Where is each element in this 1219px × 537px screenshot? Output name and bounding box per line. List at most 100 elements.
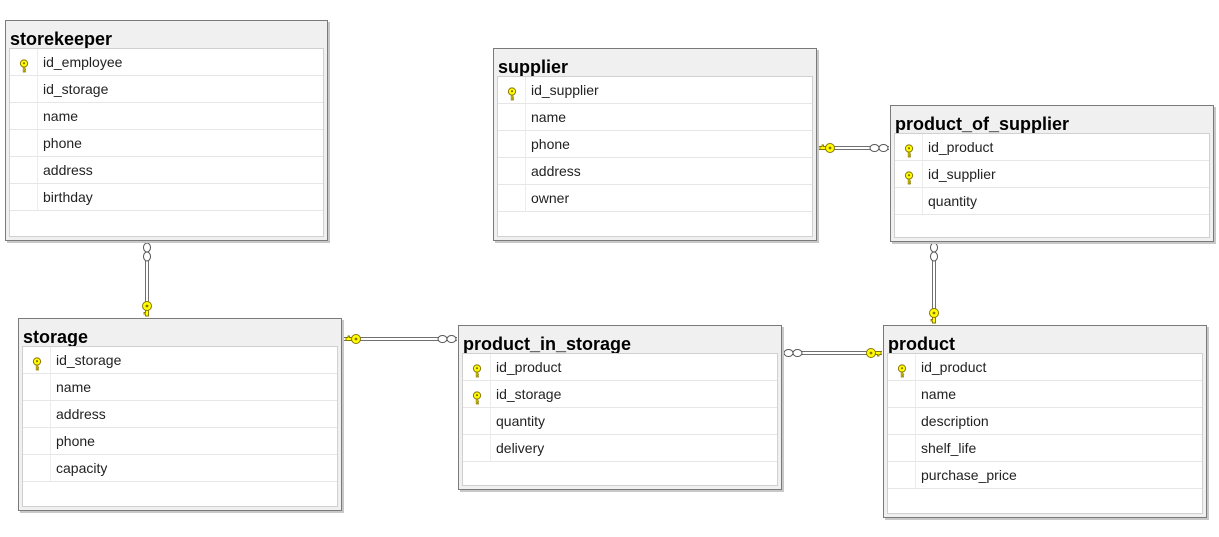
row-selector — [10, 157, 38, 183]
column-row[interactable]: shelf_life — [888, 435, 1202, 462]
column-name: id_supplier — [531, 82, 599, 98]
column-name: name — [921, 386, 957, 402]
column-name: id_storage — [496, 386, 562, 402]
row-selector — [888, 462, 916, 488]
primary-key-icon — [896, 360, 908, 378]
column-row[interactable]: description — [888, 408, 1202, 435]
column-row[interactable]: phone — [23, 428, 337, 455]
column-name: name — [56, 379, 92, 395]
column-row[interactable]: address — [10, 157, 323, 184]
row-selector — [10, 103, 38, 129]
one-end-key-icon — [345, 334, 361, 344]
column-name: quantity — [928, 193, 978, 209]
column-row[interactable]: id_employee — [10, 49, 323, 76]
column-row[interactable]: quantity — [463, 408, 777, 435]
column-name: id_product — [921, 359, 987, 375]
column-row[interactable]: id_product — [895, 134, 1209, 161]
column-row[interactable]: purchase_price — [888, 462, 1202, 489]
row-selector — [895, 188, 923, 214]
column-name: id_product — [496, 359, 562, 375]
many-end-infinity-icon — [930, 242, 938, 262]
column-name: name — [43, 108, 79, 124]
row-selector — [463, 435, 491, 461]
row-selector — [888, 354, 916, 380]
table-title: product — [888, 334, 955, 353]
row-selector — [10, 184, 38, 210]
row-selector — [10, 49, 38, 75]
column-row[interactable]: name — [23, 374, 337, 401]
many-end-infinity-icon — [783, 349, 803, 357]
column-row[interactable]: id_supplier — [498, 77, 812, 104]
column-name: shelf_life — [921, 440, 977, 456]
table-title: storage — [23, 327, 89, 346]
row-selector — [23, 428, 51, 454]
table-title: supplier — [498, 57, 569, 76]
row-selector — [463, 381, 491, 407]
column-name: id_storage — [56, 352, 122, 368]
row-selector — [23, 374, 51, 400]
column-row[interactable]: id_product — [888, 354, 1202, 381]
table-title: storekeeper — [10, 29, 113, 48]
column-name: birthday — [43, 189, 93, 205]
column-row[interactable]: name — [498, 104, 812, 131]
column-row[interactable]: phone — [10, 130, 323, 157]
column-row[interactable]: address — [23, 401, 337, 428]
column-name: phone — [43, 135, 82, 151]
one-end-key-icon — [929, 308, 939, 324]
column-row[interactable]: id_product — [463, 354, 777, 381]
column-row[interactable]: name — [10, 103, 323, 130]
many-end-infinity-icon — [437, 335, 457, 343]
row-selector — [23, 455, 51, 481]
column-row[interactable]: address — [498, 158, 812, 185]
column-name: owner — [531, 190, 570, 206]
column-row[interactable]: quantity — [895, 188, 1209, 215]
column-row[interactable]: name — [888, 381, 1202, 408]
primary-key-icon — [471, 360, 483, 378]
many-end-infinity-icon — [143, 242, 151, 262]
row-selector — [888, 435, 916, 461]
column-name: phone — [56, 433, 95, 449]
column-name: purchase_price — [921, 467, 1017, 483]
row-selector — [498, 158, 526, 184]
table-title: product_in_storage — [463, 334, 632, 353]
one-end-key-icon — [142, 301, 152, 317]
column-row[interactable]: id_storage — [10, 76, 323, 103]
column-name: capacity — [56, 460, 108, 476]
column-name: delivery — [496, 440, 545, 456]
row-selector — [895, 134, 923, 160]
primary-key-icon — [506, 83, 518, 101]
row-selector — [888, 408, 916, 434]
row-selector — [23, 401, 51, 427]
column-row[interactable]: capacity — [23, 455, 337, 482]
column-name: id_supplier — [928, 166, 996, 182]
column-row[interactable]: phone — [498, 131, 812, 158]
column-name: id_storage — [43, 81, 109, 97]
column-row[interactable]: id_storage — [463, 381, 777, 408]
row-selector — [888, 381, 916, 407]
primary-key-icon — [471, 387, 483, 405]
column-row[interactable]: id_storage — [23, 347, 337, 374]
primary-key-icon — [903, 140, 915, 158]
column-row[interactable]: delivery — [463, 435, 777, 462]
primary-key-icon — [903, 167, 915, 185]
column-row[interactable]: owner — [498, 185, 812, 212]
column-name: address — [43, 162, 93, 178]
column-list: id_product id_supplier quantity — [894, 133, 1210, 238]
column-row[interactable]: id_supplier — [895, 161, 1209, 188]
row-selector — [498, 77, 526, 103]
column-name: id_product — [928, 139, 994, 155]
column-name: address — [531, 163, 581, 179]
column-list: id_product id_storage quantity delivery — [462, 353, 778, 486]
row-selector — [498, 185, 526, 211]
column-row[interactable]: birthday — [10, 184, 323, 211]
